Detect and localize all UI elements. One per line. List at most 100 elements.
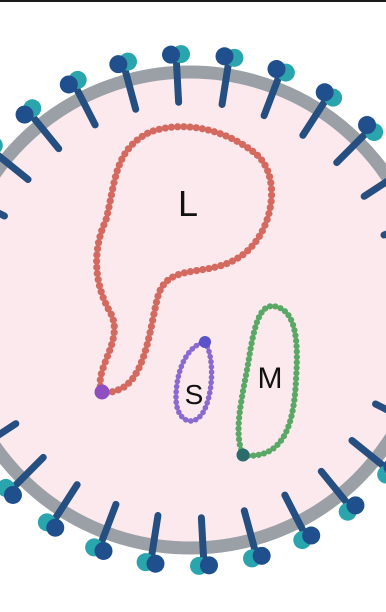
spike-head-dark — [316, 83, 334, 101]
bead — [261, 450, 267, 456]
segment-label-S: S — [185, 379, 204, 410]
bead — [94, 270, 101, 277]
bead — [174, 405, 180, 411]
segment-M-strand-terminus — [237, 449, 250, 462]
spike-head-dark — [346, 496, 364, 514]
bead — [193, 417, 199, 423]
bead — [110, 179, 117, 186]
bead — [108, 341, 115, 348]
bead — [174, 384, 180, 390]
bead — [145, 335, 152, 342]
bead — [293, 370, 299, 376]
bead — [293, 381, 299, 387]
bead — [96, 282, 103, 289]
bead — [235, 425, 241, 431]
bead — [209, 375, 215, 381]
bead — [268, 192, 275, 199]
bead — [150, 311, 157, 318]
bead — [149, 317, 156, 324]
bead — [239, 393, 245, 399]
spike-head-dark — [16, 106, 34, 124]
bead — [206, 349, 212, 355]
bead — [240, 388, 246, 394]
spike-head-dark — [302, 527, 320, 545]
bead — [209, 369, 215, 375]
segment-label-L: L — [178, 183, 198, 224]
bead — [93, 264, 100, 271]
bead — [290, 408, 296, 414]
bead — [173, 389, 179, 395]
bead — [250, 335, 256, 341]
bead — [188, 418, 194, 424]
segment-L-strand-terminus — [95, 385, 110, 400]
bead — [294, 359, 300, 365]
spike-head-dark — [4, 486, 22, 504]
bead — [108, 191, 115, 198]
bead — [93, 258, 100, 265]
bead — [243, 372, 249, 378]
bead — [193, 124, 200, 131]
segment-S-strand-terminus — [199, 336, 211, 348]
bead — [199, 125, 206, 132]
bead — [256, 452, 262, 458]
bead — [186, 123, 193, 130]
bead — [244, 367, 250, 373]
bead — [174, 123, 181, 130]
spike-head-dark — [200, 556, 218, 574]
bead — [97, 376, 104, 383]
bead — [211, 264, 218, 271]
segment-label-M: M — [258, 362, 283, 395]
bead — [267, 204, 274, 211]
bead — [236, 431, 242, 437]
spike-head-dark — [46, 519, 64, 537]
bead — [249, 340, 255, 346]
bead — [293, 338, 299, 344]
spike-head-dark — [60, 75, 78, 93]
bead — [111, 329, 118, 336]
bead — [292, 332, 298, 338]
bead — [105, 203, 112, 210]
bead — [207, 390, 213, 396]
bead — [199, 266, 206, 273]
spike-head-dark — [94, 542, 112, 560]
bead — [95, 239, 102, 246]
bead — [95, 276, 102, 283]
bead — [291, 397, 297, 403]
bead — [266, 173, 273, 180]
bead — [236, 436, 242, 442]
bead — [177, 369, 183, 375]
bead — [238, 399, 244, 405]
bead — [293, 375, 299, 381]
bead — [292, 392, 298, 398]
bead — [204, 400, 210, 406]
bead — [251, 330, 257, 336]
spike-stem — [201, 518, 203, 562]
bead — [173, 394, 179, 400]
bead — [94, 245, 101, 252]
spike-head-dark — [253, 547, 271, 565]
bead — [176, 374, 182, 380]
spike-head-dark — [268, 60, 286, 78]
spike-head-dark — [358, 116, 376, 134]
spike-head-dark — [216, 47, 234, 65]
bead — [237, 442, 243, 448]
bead — [156, 126, 163, 133]
bead — [103, 216, 110, 223]
bead — [294, 365, 300, 371]
bead — [109, 388, 116, 395]
bead — [290, 402, 296, 408]
bead — [153, 299, 160, 306]
bead — [180, 123, 187, 130]
bead — [267, 179, 274, 186]
bead — [208, 385, 214, 391]
bead — [152, 305, 159, 312]
bead — [104, 209, 111, 216]
bead — [208, 380, 214, 386]
bead — [209, 364, 215, 370]
spike-head-dark — [109, 55, 127, 73]
spike-stem — [176, 58, 178, 102]
bead — [206, 395, 212, 401]
bead — [291, 327, 297, 333]
